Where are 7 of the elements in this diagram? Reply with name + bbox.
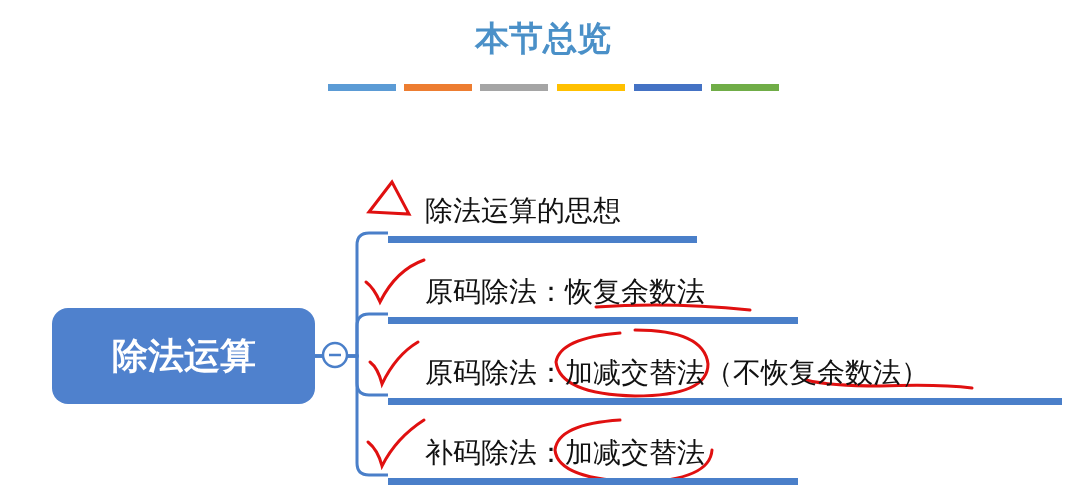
topic-box: 除法运算 bbox=[52, 308, 315, 404]
title: 本节总览 bbox=[473, 17, 612, 60]
branch-topic: 原码除法：加减交替法（不恢复余数法） bbox=[388, 351, 1062, 405]
connector bbox=[315, 354, 388, 477]
branch-topic: 除法运算的思想 bbox=[388, 189, 697, 243]
branch-topic: 补码除法：加减交替法 bbox=[388, 431, 798, 485]
branch-topic: 原码除法：恢复余数法 bbox=[388, 270, 798, 324]
